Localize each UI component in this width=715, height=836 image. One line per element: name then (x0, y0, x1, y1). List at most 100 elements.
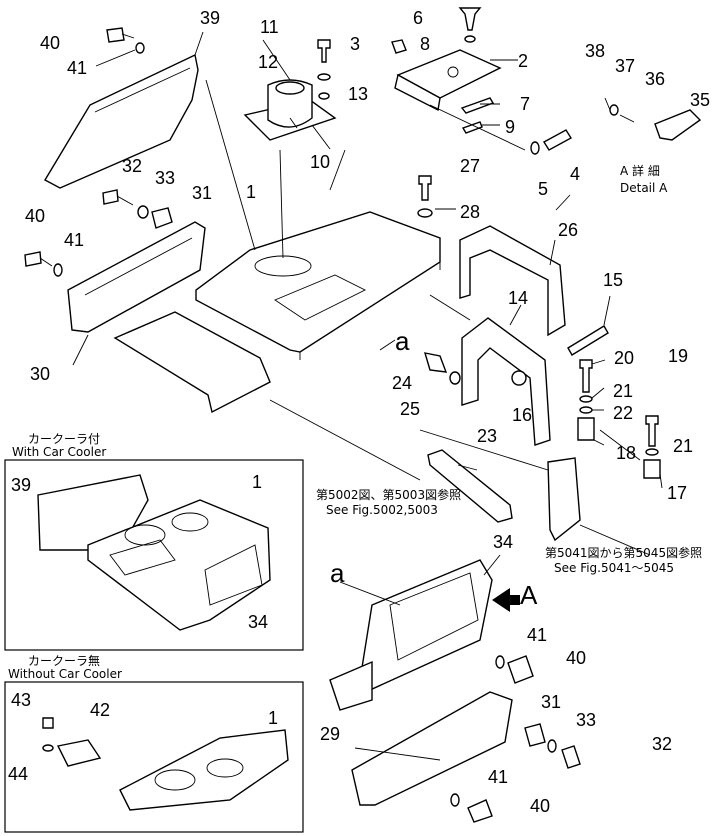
bolt-part-32 (102, 189, 119, 205)
frame-part-14 (461, 317, 551, 446)
label-p1b: 1 (252, 472, 262, 492)
label-p32: 32 (122, 156, 142, 176)
label-p35: 35 (690, 90, 710, 110)
inset-with-cooler-frame (4, 459, 304, 651)
spacer-part-31-lower (524, 723, 546, 747)
bracket-part-23 (427, 449, 513, 523)
washer-part-41-left (53, 263, 63, 277)
washer-part-41-right (495, 655, 505, 669)
label-p40b: 40 (25, 206, 45, 226)
label-p13: 13 (348, 84, 368, 104)
label-p20: 20 (614, 348, 634, 368)
label-p34b: 34 (248, 612, 268, 632)
plate-part-10 (243, 79, 337, 141)
washer-part-12 (317, 73, 331, 81)
label-p8: 8 (420, 34, 430, 54)
leader-lines (72, 31, 663, 761)
bolt-part-15 (567, 325, 609, 356)
label-p37: 37 (615, 56, 635, 76)
label-p7: 7 (520, 94, 530, 114)
label-p4: 4 (570, 164, 580, 184)
label-p27: 27 (460, 156, 480, 176)
bolt-part-11 (317, 39, 331, 63)
label-p21: 21 (613, 381, 633, 401)
latch-part-7 (460, 97, 495, 114)
label-p41d: 41 (488, 767, 508, 787)
detail-a-en: Detail A (620, 181, 668, 195)
side-panel-part-39 (44, 53, 199, 189)
label-p3: 3 (350, 34, 360, 54)
spring-part-38 (604, 97, 611, 111)
bolt-part-40-bottom (467, 799, 493, 823)
label-p44: 44 (8, 764, 28, 784)
ref-fig5002-en: See Fig.5002,5003 (326, 503, 438, 517)
label-p14: 14 (508, 288, 528, 308)
wing-bolt-part-6 (458, 7, 482, 31)
label-p30: 30 (30, 364, 50, 384)
view-a-arrow (492, 588, 520, 612)
panel-part-29 (351, 691, 513, 806)
front-cover (113, 311, 271, 414)
label-p29: 29 (320, 724, 340, 744)
label-p12: 12 (258, 52, 278, 72)
label-p11: 11 (260, 17, 279, 37)
washer-part-37 (609, 104, 619, 116)
label-p31b: 31 (541, 692, 561, 712)
washer-part-33-lower (547, 739, 557, 753)
label-p1c: 1 (268, 708, 278, 728)
detail-a-marker: A (520, 580, 538, 610)
washer-part-25 (449, 371, 461, 385)
label-p25: 25 (400, 399, 420, 419)
label-p32b: 32 (652, 734, 672, 754)
label-p2: 2 (518, 51, 528, 71)
washer-part-41-bottom (450, 793, 460, 807)
label-p41: 41 (67, 58, 87, 78)
label-p39: 39 (200, 8, 220, 28)
bolt-part-27 (418, 175, 432, 201)
label-p5: 5 (538, 179, 548, 199)
spring-part-36 (619, 114, 635, 123)
label-p17: 17 (667, 483, 687, 503)
label-p16: 16 (512, 405, 532, 425)
spacer-part-17 (643, 459, 661, 479)
washer-part-5 (530, 141, 540, 155)
label-p23: 23 (477, 426, 497, 446)
washer-part-21-right (645, 448, 659, 456)
washer-part-13 (318, 92, 330, 100)
pin-part-9 (461, 121, 483, 134)
door-part-34 (359, 559, 493, 691)
without-cooler-jp: カークーラ無 (28, 653, 100, 668)
bolt-part-40-right (507, 655, 534, 684)
washer-part-28 (417, 208, 433, 218)
inset-without-cooler-frame (4, 681, 304, 833)
bolt-part-24 (424, 352, 448, 373)
label-p19: 19 (668, 346, 688, 366)
label-p41c: 41 (527, 625, 547, 645)
spacer-part-31 (151, 207, 173, 229)
label-p39b: 39 (11, 475, 31, 495)
frame-part-26 (459, 225, 566, 337)
nut-part-16 (511, 370, 527, 386)
ref-fig5002-jp: 第5002図、第5003図参照 (316, 487, 461, 502)
washer-part-8 (464, 35, 476, 43)
with-cooler-en: With Car Cooler (12, 445, 106, 459)
bolt-part-19 (645, 415, 659, 447)
label-p24: 24 (392, 373, 412, 393)
label-p41b: 41 (64, 230, 84, 250)
label-p33: 33 (155, 168, 175, 188)
bolt-part-20 (579, 359, 593, 393)
bolt-part-4 (543, 129, 572, 151)
label-p15: 15 (603, 270, 623, 290)
label-p42: 42 (90, 700, 110, 720)
label-p33b: 33 (576, 710, 596, 730)
label-p10: 10 (310, 152, 330, 172)
label-p43: 43 (11, 690, 31, 710)
bolt-part-40 (106, 27, 125, 43)
without-cooler-en: Without Car Cooler (8, 667, 122, 681)
label-p26: 26 (558, 220, 578, 240)
side-panel-part-30 (67, 221, 206, 333)
label-p21b: 21 (673, 436, 693, 456)
label-p6: 6 (413, 8, 423, 28)
